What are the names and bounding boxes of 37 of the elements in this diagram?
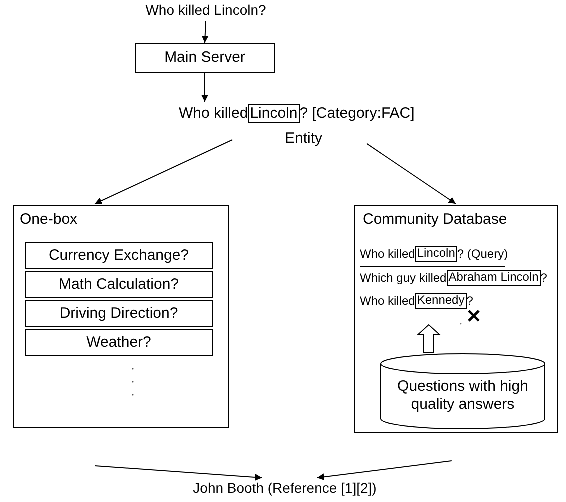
process-box [25, 271, 213, 298]
text-label: ? [466, 294, 474, 308]
panel [354, 205, 558, 433]
process-box [25, 242, 213, 269]
panel [13, 205, 229, 428]
highlighted-entity: Kennedy [415, 293, 467, 309]
text-label: Currency Exchange? [48, 247, 190, 264]
text-label: Who killed [360, 246, 416, 261]
arrow [366, 143, 456, 204]
panel-title: Community Database [363, 211, 508, 228]
arrow [202, 20, 209, 44]
text-label: Entity [285, 130, 323, 147]
highlighted-entity: Lincoln [248, 104, 300, 124]
text-label: One-box [20, 211, 78, 228]
text-label: Questions with high quality answers [396, 378, 530, 414]
text-label: Weather? [86, 334, 152, 351]
arrow [316, 460, 452, 481]
arrow [94, 140, 234, 204]
text-label: Math Calculation? [58, 276, 180, 293]
text-label: Who killed [179, 105, 248, 122]
highlighted-entity: Abraham Lincoln [446, 270, 541, 286]
text-label: ? [540, 270, 548, 285]
text-label: ? [Category:FAC] [300, 105, 415, 122]
text-label: Main Server [164, 49, 246, 66]
process-box [25, 329, 213, 356]
highlighted-entity: Lincoln [415, 246, 458, 262]
text-label: Who killed Lincoln? [146, 2, 266, 18]
process-box [25, 300, 213, 327]
arrow [202, 72, 208, 102]
text-label: ? (Query) [457, 246, 508, 261]
arrow [94, 466, 263, 481]
process-box [135, 43, 275, 73]
text-label: Driving Direction? [60, 305, 178, 322]
text-label: John Booth (Reference [1][2]) [193, 480, 377, 496]
text-label: Who killed [360, 294, 416, 308]
text-label: Which guy killed [360, 270, 447, 285]
hollow-arrow [416, 324, 442, 354]
